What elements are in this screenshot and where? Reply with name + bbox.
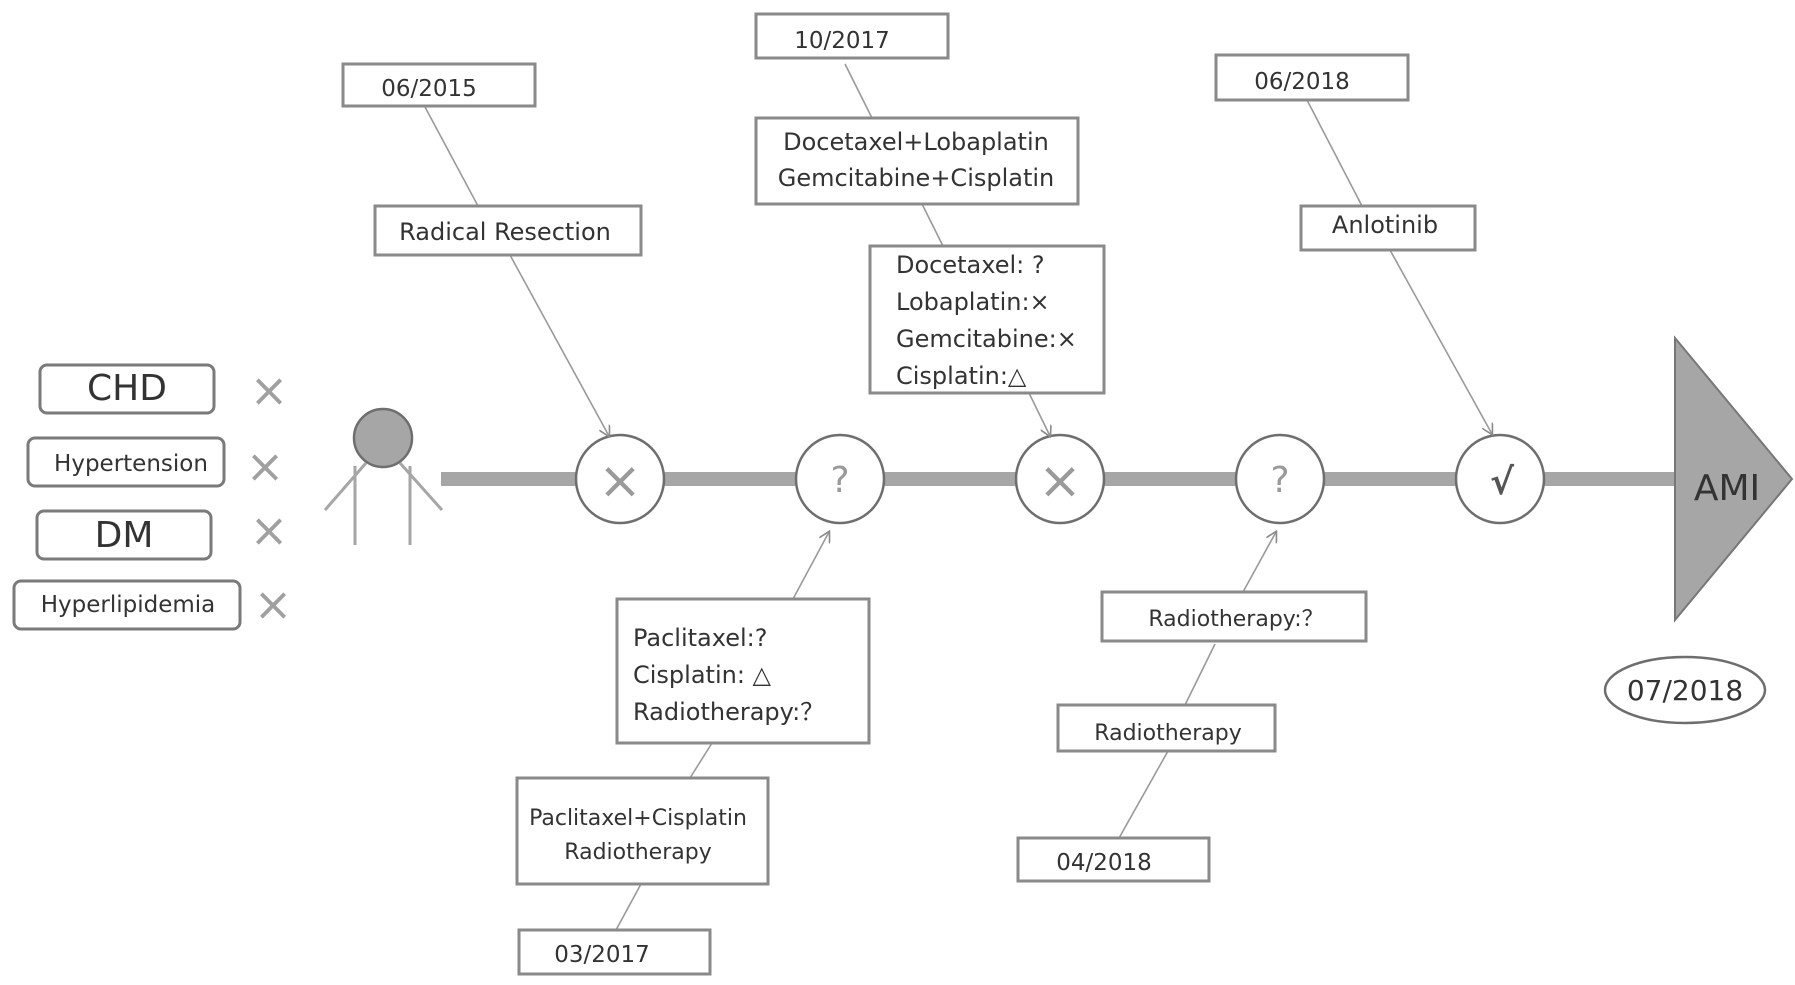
event-06-2015: 06/2015 Radical Resection — [341, 62, 643, 257]
risk-factor-hyperlipidemia: Hyperlipidemia × — [12, 577, 293, 631]
ami-arrowhead — [1674, 335, 1794, 623]
event-1-treatment: Radical Resection — [399, 218, 611, 246]
event-3-date: 10/2017 — [794, 28, 890, 54]
event-03-2017: Paclitaxel:? Cisplatin: △ Radiotherapy:？… — [515, 597, 871, 976]
timeline-node-2-symbol: ? — [830, 460, 849, 501]
event-2-treatment-line-2: Radiotherapy — [564, 840, 711, 865]
ami-label: AMI — [1694, 468, 1760, 509]
risk-factor-dm-label: DM — [95, 515, 154, 556]
patient-figure-icon — [323, 407, 444, 545]
risk-factor-dm: DM × — [35, 503, 289, 561]
event-3-response-line-2: Lobaplatin:× — [896, 288, 1050, 316]
timeline-node-4: ? — [1234, 433, 1326, 525]
event-3-treatment-line-2: Gemcitabine+Cisplatin — [778, 164, 1055, 192]
risk-factor-chd-status: × — [250, 363, 289, 417]
event-2-response-line-1: Paclitaxel:? — [633, 624, 767, 652]
event-2-response-line-2: Cisplatin: △ — [633, 661, 772, 689]
event-3-response-line-3: Gemcitabine:× — [896, 325, 1077, 353]
ami-date-badge: 07/2018 — [1603, 655, 1767, 725]
timeline-node-2: ? — [794, 433, 886, 525]
risk-factor-hyperlipidemia-label: Hyperlipidemia — [41, 592, 216, 618]
event-4-date: 04/2018 — [1056, 850, 1152, 876]
timeline-node-4-symbol: ? — [1270, 460, 1289, 501]
risk-factor-hypertension-label: Hypertension — [54, 451, 208, 477]
risk-factor-chd-label: CHD — [87, 368, 167, 409]
risk-factor-hyperlipidemia-status: × — [254, 577, 293, 631]
ami-date-label: 07/2018 — [1627, 674, 1743, 707]
timeline-node-5: √ — [1454, 433, 1546, 525]
event-10-2017: 10/2017 Docetaxel+Lobaplatin Gemcitabine… — [754, 12, 1106, 395]
connector-lines — [424, 63, 1492, 931]
timeline-node-3: × — [1014, 433, 1106, 525]
event-3-response-line-1: Docetaxel: ? — [896, 251, 1045, 279]
event-3-response-line-4: Cisplatin:△ — [896, 362, 1027, 390]
timeline-node-5-symbol: √ — [1490, 462, 1515, 503]
event-04-2018: Radiotherapy:？ Radiotherapy 04/2018 — [1016, 590, 1368, 883]
event-2-date: 03/2017 — [554, 942, 650, 968]
event-06-2018: 06/2018 Anlotinib — [1214, 53, 1477, 252]
ami-endpoint: AMI — [1674, 335, 1794, 623]
risk-factor-dm-status: × — [250, 503, 289, 557]
event-5-date: 06/2018 — [1254, 69, 1350, 95]
risk-factor-hypertension: Hypertension × — [26, 436, 285, 493]
event-2-treatment-line-1: Paclitaxel+Cisplatin — [529, 806, 747, 831]
event-3-treatment-line-1: Docetaxel+Lobaplatin — [783, 128, 1049, 156]
event-2-response-line-3: Radiotherapy:？ — [633, 698, 824, 726]
timeline-node-3-symbol: × — [1038, 451, 1082, 511]
event-1-date: 06/2015 — [381, 76, 477, 102]
event-4-treatment: Radiotherapy — [1094, 721, 1241, 746]
timeline-node-1: × — [574, 433, 666, 525]
risk-factor-hypertension-status: × — [246, 439, 285, 493]
event-5-treatment: Anlotinib — [1332, 211, 1438, 239]
timeline-node-1-symbol: × — [598, 451, 642, 511]
risk-factor-chd: CHD × — [38, 363, 289, 417]
event-4-response: Radiotherapy:？ — [1148, 607, 1323, 632]
